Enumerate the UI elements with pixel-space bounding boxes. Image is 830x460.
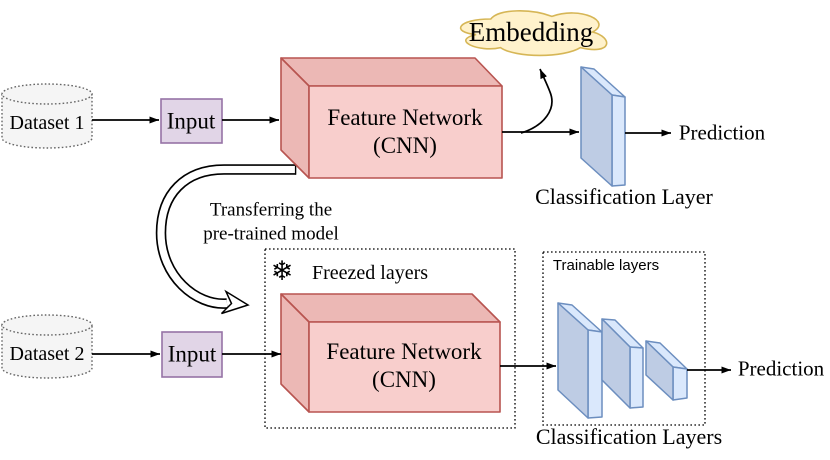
embedding-label: Embedding	[468, 17, 594, 48]
transfer-label-line1: Transferring the	[209, 199, 333, 221]
transfer-label-line2: pre-trained model	[203, 223, 339, 244]
feature-network2-cube	[280, 293, 501, 413]
dataset1-label: Dataset 1	[9, 112, 85, 134]
dataset2-label: Dataset 2	[9, 343, 85, 365]
dataset2-cylinder	[1, 314, 93, 379]
transfer-arrow	[155, 164, 297, 309]
feature-network2-label: Feature Network (CNN)	[326, 338, 481, 394]
feature-network2-line2: (CNN)	[372, 367, 436, 392]
feature-network1-line1: Feature Network	[327, 105, 483, 130]
input2-label: Input	[167, 341, 217, 367]
transfer-label: Transferring the pre-trained model	[203, 199, 339, 246]
snowflake-icon: ❄	[270, 256, 294, 287]
trainable-layers-label: Trainable layers	[552, 256, 660, 274]
input2-box	[161, 331, 223, 378]
trainable-slab-1	[557, 302, 603, 419]
classification-layer-slab	[580, 66, 626, 187]
trainable-slab-3	[645, 340, 688, 401]
input1-box	[160, 98, 223, 144]
feature-network1-label: Feature Network (CNN)	[327, 104, 482, 160]
dataset1-cylinder	[1, 83, 93, 149]
prediction1-label: Prediction	[678, 120, 766, 145]
classification-layers-label: Classification Layers	[535, 423, 723, 449]
arrow-embedding	[520, 68, 553, 134]
transfer-arrowhead	[220, 289, 250, 315]
prediction2-label: Prediction	[737, 356, 825, 381]
trainable-slab-2	[601, 318, 644, 409]
feature-network1-cube	[280, 57, 503, 179]
embedding-cloud	[459, 10, 608, 57]
feature-network1-line2: (CNN)	[373, 133, 437, 158]
frozen-layers-label: Freezed layers	[311, 262, 429, 284]
classification-layer-label: Classification Layer	[535, 183, 713, 209]
feature-network2-line1: Feature Network	[326, 339, 482, 364]
input1-label: Input	[166, 108, 216, 134]
